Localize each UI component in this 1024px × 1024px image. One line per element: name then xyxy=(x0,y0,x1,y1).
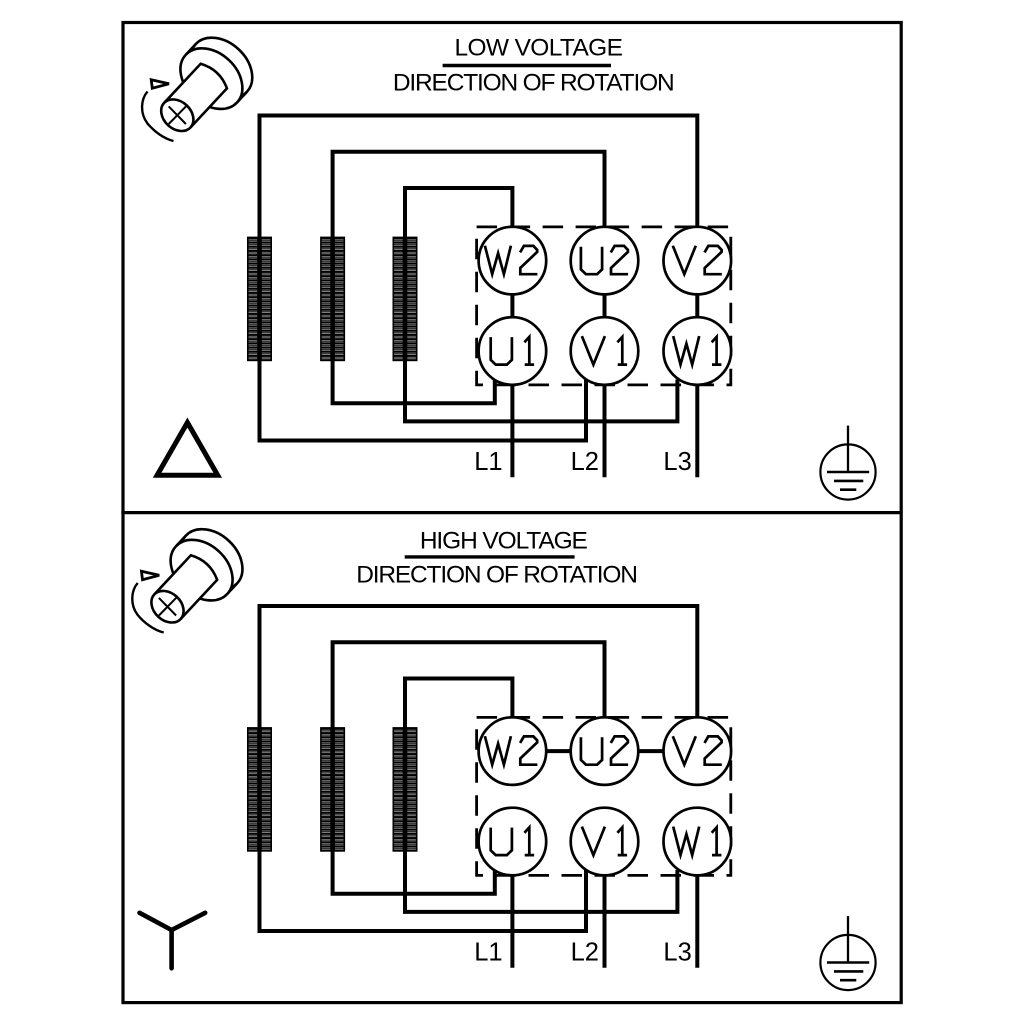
svg-text:DIRECTION OF ROTATION: DIRECTION OF ROTATION xyxy=(356,562,637,589)
svg-text:LOW VOLTAGE: LOW VOLTAGE xyxy=(454,34,622,61)
svg-text:DIRECTION OF ROTATION: DIRECTION OF ROTATION xyxy=(393,70,674,97)
svg-text:HIGH VOLTAGE: HIGH VOLTAGE xyxy=(420,527,588,554)
